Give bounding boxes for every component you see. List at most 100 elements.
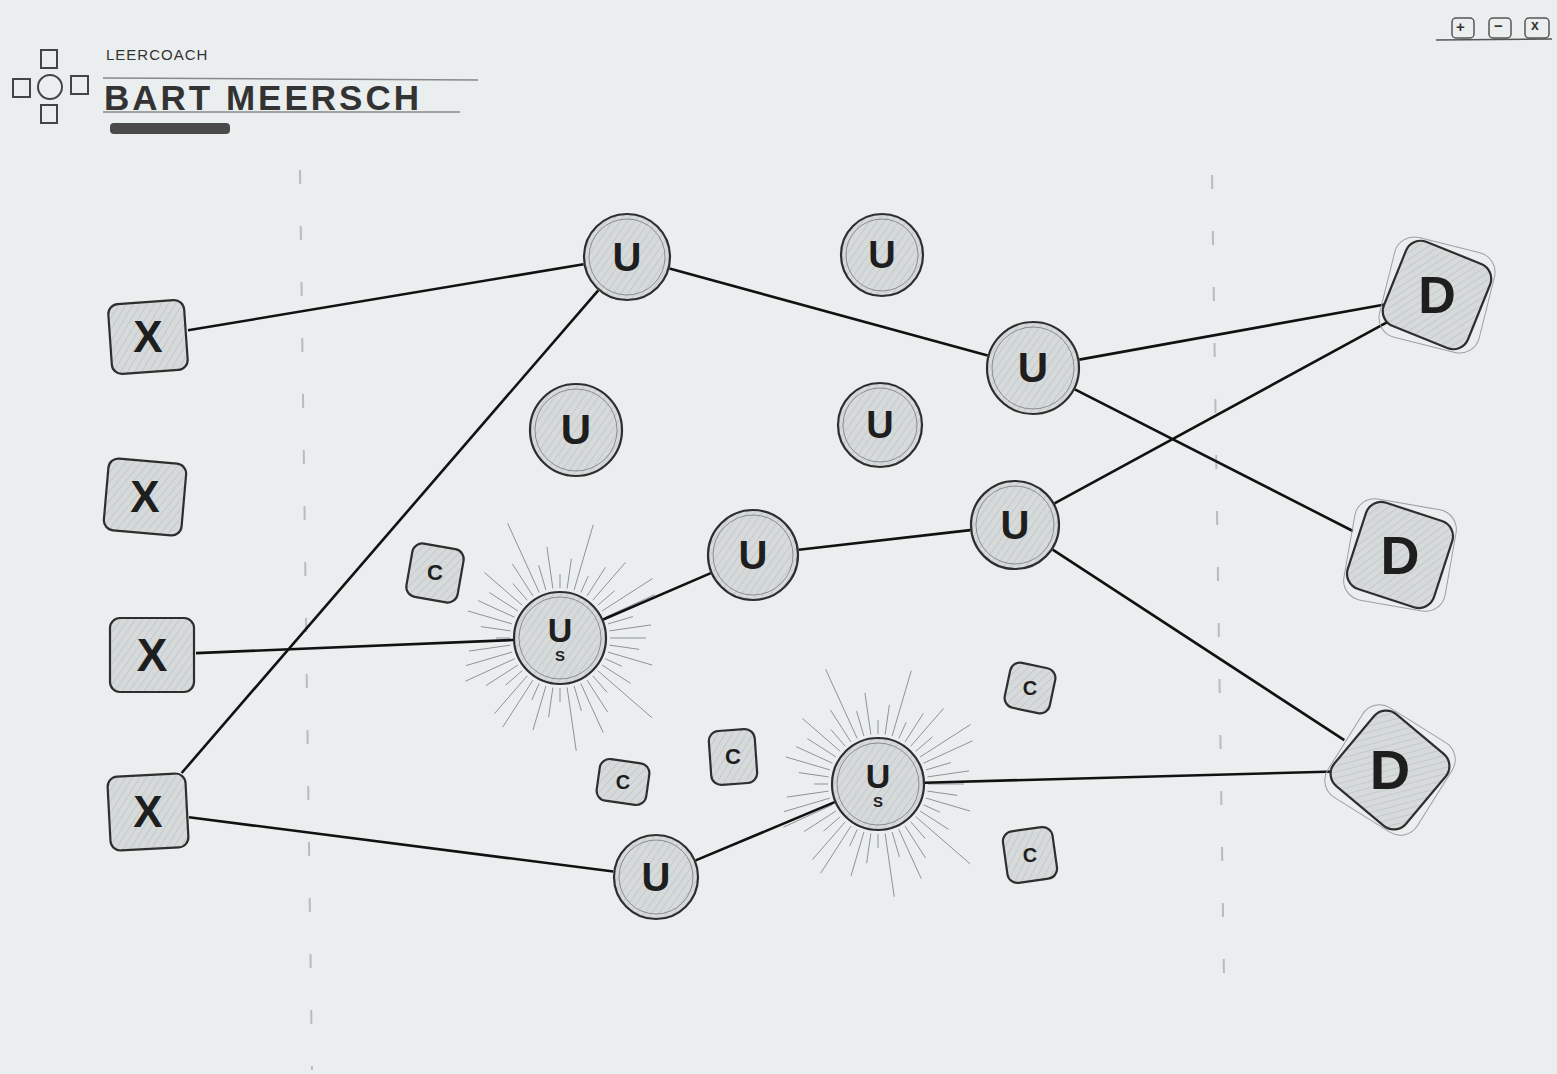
glow-ray [892,671,911,736]
glow-ray [796,747,832,764]
glow-ray [831,730,845,747]
tile-outline [595,758,650,807]
glow-ray [899,829,921,878]
glow-ray [920,811,949,829]
start-tile: X [107,773,189,851]
circle-inner-ring [535,389,617,471]
node-symbol: U [866,406,893,444]
glow-ray [495,676,528,714]
circle-inner-ring [976,486,1054,564]
glow-ray [885,833,894,896]
glow-ray [484,573,522,606]
skill-circle: U [839,212,925,298]
window-buttons [1436,18,1552,40]
circle-outline [841,214,923,296]
glow-ray [496,638,510,639]
window-button-label: − [1494,17,1503,34]
glow-ray [911,708,944,746]
node-symbol: X [130,475,159,519]
glow-ray [857,711,864,736]
start-tile: X [108,616,196,694]
skill-circle: U [969,479,1061,571]
glow-ray [923,741,972,763]
circle-inner-ring [843,388,917,462]
circle-outline [838,383,922,467]
tile-outline [405,542,466,604]
glow-ray [567,687,576,750]
glow-ray [865,693,871,735]
node-mark: S [873,794,883,809]
glow-ray [813,822,846,860]
glow-ray [609,625,651,631]
glow-ray [783,805,832,827]
glow-ray [878,834,879,848]
progress-bar [110,123,230,134]
glow-ray [885,705,889,735]
skill-circle: U [582,212,672,302]
node-mark: S [555,648,565,663]
glow-ray [920,725,970,757]
glow-ray [466,652,512,666]
goal-diamond: D [1325,705,1455,835]
glow-ray [567,559,571,589]
glow-ray [905,826,926,858]
node-symbol: U [642,857,671,897]
connector-line [1053,550,1345,741]
role-caption: LEERCOACH [106,46,208,63]
glow-ray [605,659,621,666]
skill-circle: U [612,833,700,921]
node-symbol: C [427,562,443,584]
glow-ray [850,829,857,845]
connector-line [603,573,711,619]
circle-outline [832,738,924,830]
tile-outline [1003,661,1058,716]
node-symbol: X [137,632,168,678]
glow-ray [911,822,925,839]
connector-line [1055,320,1391,503]
node-symbol: U [1018,347,1048,389]
circle-inner-ring [589,219,665,295]
glow-ray [486,665,518,686]
glow-ray [830,710,851,742]
circle-outline [708,510,798,600]
node-symbol: C [1023,845,1037,865]
column-divider [300,170,1224,1070]
circle-inner-ring [619,840,693,914]
logo-square [13,79,30,97]
logo-icon [13,50,88,123]
glow-ray [547,547,553,589]
glow-ray [560,688,561,702]
glow-ray [926,763,951,770]
glow-ray [799,773,829,777]
glow-ray [539,565,546,590]
circle-inner-ring [713,515,793,595]
connector-line [196,640,513,653]
glow-ray [878,720,879,734]
circle-inner-ring [846,219,918,291]
logo-square [41,50,57,68]
tile-outline [110,618,194,692]
window-button-label: + [1456,18,1465,35]
dashed-divider [1212,175,1224,980]
active-skill-circle: US [830,736,926,832]
glow-ray [574,525,593,590]
glow-ray [905,713,923,742]
circle-outline [614,835,698,919]
glow-ray [814,784,828,785]
bonus-tile: C [1005,663,1055,713]
diamond-sketch-line [1341,496,1460,615]
glow-ray [481,627,511,631]
glow-ray [867,833,871,863]
connector-line [1075,389,1353,531]
logo-circle [38,75,62,99]
glow-ray [532,683,539,699]
node-symbol: D [1418,269,1456,321]
tile-outline [108,299,189,374]
glow-ray [581,683,603,732]
glow-ray [512,564,533,596]
glow-ray [807,739,836,757]
glow-ray [826,669,858,738]
glow-ray [927,771,969,777]
diamond-sketch-line [1375,233,1500,358]
